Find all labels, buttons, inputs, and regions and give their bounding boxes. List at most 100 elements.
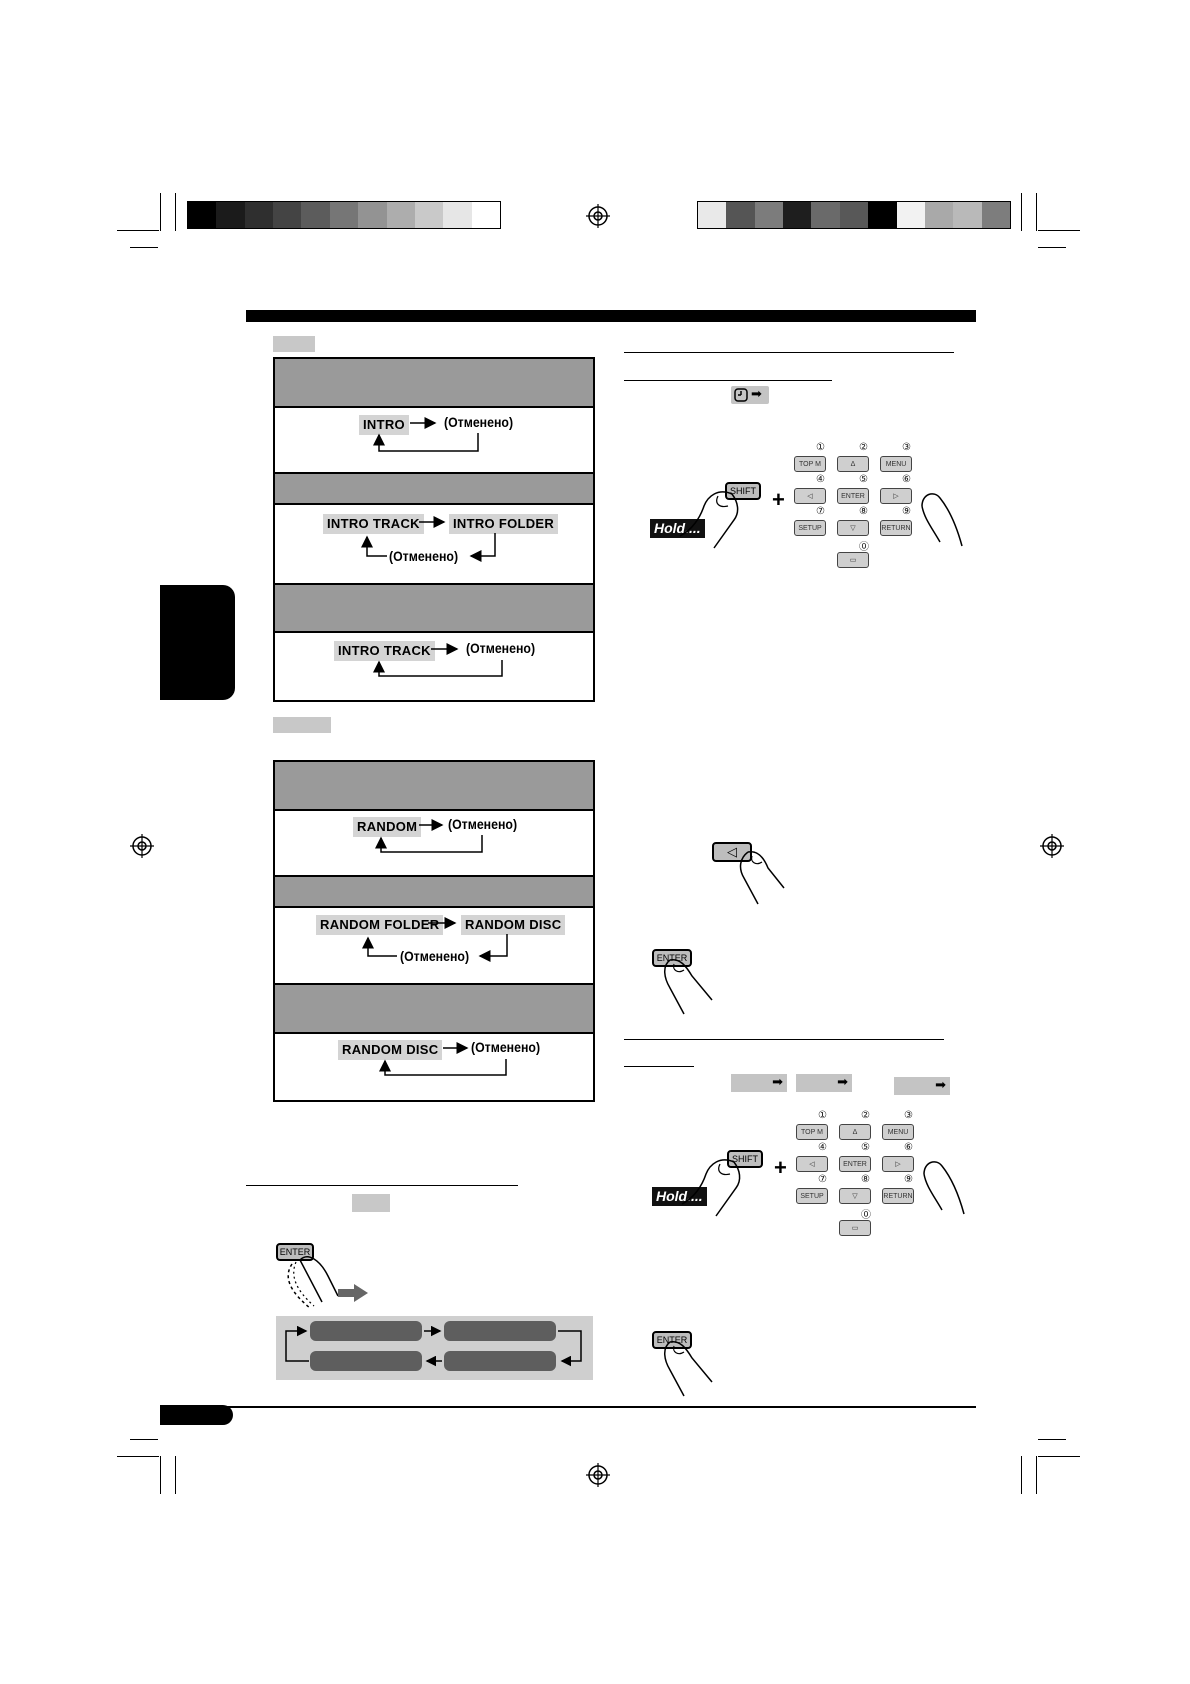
color-swatch xyxy=(868,202,898,228)
color-swatch xyxy=(726,202,756,228)
box-header xyxy=(275,359,593,406)
key-number: ④ xyxy=(818,1142,827,1153)
remote-key-right[interactable]: ▷ xyxy=(880,488,912,504)
cancelled-label: (Отменено) xyxy=(471,1039,541,1055)
finger-press-icon xyxy=(739,850,785,905)
cancelled-label: (Отменено) xyxy=(466,640,536,656)
divider xyxy=(275,809,593,811)
random-disc-tag: RANDOM DISC xyxy=(338,1040,443,1060)
box-header xyxy=(275,474,593,503)
cancelled-label: (Отменено) xyxy=(400,948,470,964)
section-rule xyxy=(624,1066,694,1067)
footer-rule xyxy=(160,1406,976,1408)
arrow-right-icon: ➡ xyxy=(837,1074,848,1089)
finger-press-icon xyxy=(664,1340,713,1397)
color-swatch xyxy=(471,202,500,228)
remote-key-setup[interactable]: SETUP xyxy=(796,1188,828,1204)
key-number: ② xyxy=(859,442,868,453)
cycle-arrows xyxy=(285,1325,582,1367)
crop-mark xyxy=(160,193,161,231)
divider xyxy=(275,503,593,505)
color-calibration-bar-right xyxy=(697,201,1011,229)
display-chip: ➡ xyxy=(796,1074,852,1092)
label-chip xyxy=(273,717,331,733)
registration-mark-icon xyxy=(1040,834,1064,858)
key-number: ⓪ xyxy=(861,1210,871,1221)
remote-key-menu[interactable]: MENU xyxy=(882,1124,914,1140)
remote-key-zero[interactable]: ▭ xyxy=(839,1220,871,1236)
divider xyxy=(275,906,593,908)
color-swatch xyxy=(981,202,1010,228)
finger-press-icon xyxy=(287,1256,339,1309)
mode-cycle-panel xyxy=(276,1316,593,1380)
color-swatch xyxy=(698,202,727,228)
color-swatch xyxy=(953,202,983,228)
remote-diagram: SHIFT Hold.... + ① ② ③ TOP M Δ MENU ④ ⑤ … xyxy=(646,442,966,572)
color-swatch xyxy=(329,202,359,228)
crop-mark xyxy=(130,1439,158,1440)
cycle-arrows xyxy=(361,417,503,677)
finger-press-icon xyxy=(679,491,739,549)
random-modes-box: RANDOM (Отменено) RANDOM FOLDER RANDOM D… xyxy=(273,760,595,1102)
key-number: ⑥ xyxy=(902,474,911,485)
cancelled-label: (Отменено) xyxy=(389,548,459,564)
display-icon-chip: ➡ xyxy=(731,386,769,404)
crop-mark xyxy=(1021,193,1022,231)
color-swatch xyxy=(386,202,416,228)
finger-press-icon xyxy=(681,1159,741,1217)
section-rule xyxy=(246,1185,518,1186)
intro-track-tag: INTRO TRACK xyxy=(323,514,424,534)
key-number: ⑨ xyxy=(904,1174,913,1185)
color-swatch xyxy=(301,202,331,228)
color-swatch xyxy=(754,202,784,228)
crop-mark xyxy=(175,193,176,231)
page-number-tab xyxy=(160,1405,233,1425)
key-number: ③ xyxy=(902,442,911,453)
remote-key-setup[interactable]: SETUP xyxy=(794,520,826,536)
remote-key-down[interactable]: ▽ xyxy=(837,520,869,536)
color-swatch xyxy=(216,202,246,228)
remote-key-right[interactable]: ▷ xyxy=(882,1156,914,1172)
color-swatch xyxy=(443,202,473,228)
random-disc-tag: RANDOM DISC xyxy=(461,915,566,935)
key-number: ② xyxy=(861,1110,870,1121)
intro-modes-box: INTRO (Отменено) INTRO TRACK INTRO FOLDE… xyxy=(273,357,595,702)
remote-key-down[interactable]: ▽ xyxy=(839,1188,871,1204)
remote-key-up[interactable]: Δ xyxy=(837,456,869,472)
shift-button[interactable]: SHIFT xyxy=(725,482,761,500)
shift-button[interactable]: SHIFT xyxy=(727,1150,763,1168)
finger-press-icon xyxy=(923,1161,965,1215)
crop-mark xyxy=(130,247,158,248)
remote-key-up[interactable]: Δ xyxy=(839,1124,871,1140)
remote-key-enter[interactable]: ENTER xyxy=(839,1156,871,1172)
remote-key-menu[interactable]: MENU xyxy=(880,456,912,472)
registration-mark-icon xyxy=(586,1463,610,1487)
section-rule xyxy=(624,1039,944,1040)
box-header xyxy=(275,585,593,631)
crop-mark xyxy=(1036,193,1037,231)
section-rule xyxy=(624,380,832,381)
color-swatch xyxy=(358,202,388,228)
remote-diagram: SHIFT Hold.... + ① ② ③ TOP M Δ MENU ④ ⑤ … xyxy=(648,1110,968,1240)
remote-key-top-m[interactable]: TOP M xyxy=(796,1124,828,1140)
remote-key-top-m[interactable]: TOP M xyxy=(794,456,826,472)
remote-key-zero[interactable]: ▭ xyxy=(837,552,869,568)
hold-label: Hold.... xyxy=(652,1187,707,1206)
divider xyxy=(275,1032,593,1034)
remote-key-left[interactable]: ◁ xyxy=(794,488,826,504)
finger-press-icon xyxy=(921,493,963,547)
header-rule xyxy=(246,310,976,322)
key-number: ⑤ xyxy=(861,1142,870,1153)
registration-mark-icon xyxy=(130,834,154,858)
cancelled-label: (Отменено) xyxy=(448,816,518,832)
crop-mark xyxy=(1036,1456,1037,1494)
remote-key-return[interactable]: RETURN xyxy=(882,1188,914,1204)
remote-key-return[interactable]: RETURN xyxy=(880,520,912,536)
remote-key-left[interactable]: ◁ xyxy=(796,1156,828,1172)
remote-key-enter[interactable]: ENTER xyxy=(837,488,869,504)
divider xyxy=(275,631,593,633)
mode-pill xyxy=(310,1351,422,1371)
crop-mark xyxy=(117,1456,159,1457)
crop-mark xyxy=(1021,1456,1022,1494)
left-arrow-button[interactable]: ◁ xyxy=(712,842,752,862)
